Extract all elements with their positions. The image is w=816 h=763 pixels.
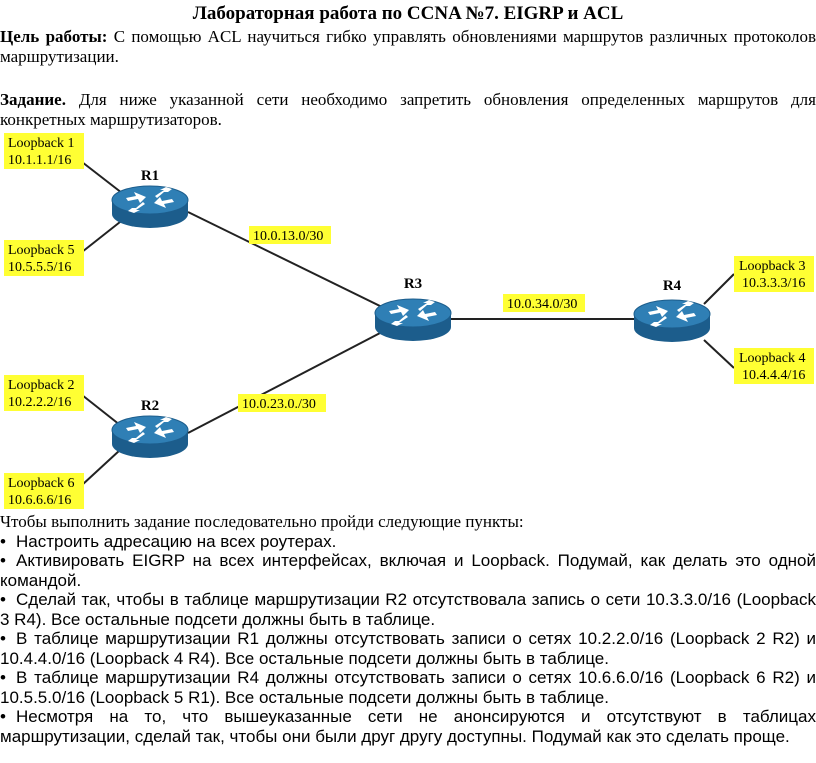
router-r2-label: R2 [141,398,159,414]
loopback-6-label: Loopback 6 10.6.6.6/16 [4,473,84,509]
loopback-1-name: Loopback 1 [8,136,74,151]
bullet-icon: • [0,531,6,551]
link-label-r2-r3: 10.0.23.0./30 [242,397,316,412]
router-r2: R2 [111,398,189,459]
task-text: Для ниже указанной сети необходимо запре… [0,90,816,129]
loopback-2-address: 10.2.2.2/16 [8,395,71,410]
loopback-3-address: 10.3.3.3/16 [742,276,805,291]
list-item: • Настроить адресацию на всех роутерах. [0,532,816,552]
network-diagram: R1 R2 R3 R4 10.0.13.0/30 10.0.23.0./30 1… [4,133,814,509]
link-r4-lo3 [703,273,735,305]
list-item: •В таблице маршрутизации R1 должны отсут… [0,629,816,668]
router-r1-label: R1 [141,168,159,184]
step-text: Настроить адресацию на всех роутерах. [16,531,337,551]
bullet-icon: • [0,668,6,687]
loopback-6-name: Loopback 6 [8,476,74,491]
bullet-icon: • [0,590,6,609]
step-text: В таблице маршрутизации R4 должны отсутс… [0,668,816,707]
steps-section: Чтобы выполнить задание последовательно … [0,512,816,746]
router-r4: R4 [633,278,711,343]
router-r3: R3 [374,276,452,342]
loopback-2-label: Loopback 2 10.2.2.2/16 [4,375,84,411]
loopback-5-name: Loopback 5 [8,243,74,258]
loopback-1-label: Loopback 1 10.1.1.1/16 [4,133,84,169]
task-paragraph: Задание. Для ниже указанной сети необход… [0,90,816,129]
loopback-5-address: 10.5.5.5/16 [8,260,71,275]
loopback-1-address: 10.1.1.1/16 [8,153,71,168]
task-label: Задание. [0,90,66,109]
step-text: Активировать EIGRP на всех интерфейсах, … [0,551,816,590]
page-title: Лабораторная работа по CCNA №7. EIGRP и … [192,3,624,24]
link-lo5-r1 [81,221,121,253]
list-item: •Активировать EIGRP на всех интерфейсах,… [0,551,816,590]
link-lo2-r2 [81,394,121,426]
step-text: В таблице маршрутизации R1 должны отсутс… [0,629,816,668]
loopback-2-name: Loopback 2 [8,378,74,393]
list-item: •Сделай так, чтобы в таблице маршрутизац… [0,590,816,629]
router-r1: R1 [111,168,189,229]
link-label-r3-r4: 10.0.34.0/30 [507,297,577,312]
goal-label: Цель работы: [0,27,108,46]
loopback-3-label: Loopback 3 10.3.3.3/16 [734,256,814,292]
step-text: Несмотря на то, что вышеуказанные сети н… [0,707,816,746]
link-r2-r3 [187,331,383,434]
loopback-4-address: 10.4.4.4/16 [742,368,805,383]
steps-list: • Настроить адресацию на всех роутерах. •… [0,532,816,747]
loopback-3-name: Loopback 3 [739,259,805,274]
steps-intro: Чтобы выполнить задание последовательно … [0,512,524,531]
link-lo6-r2 [81,449,121,486]
link-r1-r3 [187,211,383,308]
step-text: Сделай так, чтобы в таблице маршрутизаци… [0,590,816,629]
link-lo1-r1 [81,161,123,194]
link-label-r1-r3: 10.0.13.0/30 [253,229,323,244]
bullet-icon: • [0,707,6,726]
list-item: •В таблице маршрутизации R4 должны отсут… [0,668,816,707]
bullet-icon: • [0,551,6,570]
bullet-icon: • [0,629,6,648]
list-item: •Несмотря на то, что вышеуказанные сети … [0,707,816,746]
goal-paragraph: Цель работы: С помощью ACL научиться гиб… [0,27,816,66]
loopback-4-label: Loopback 4 10.4.4.4/16 [734,348,814,384]
loopback-6-address: 10.6.6.6/16 [8,493,71,508]
goal-text: С помощью ACL научиться гибко управлять … [0,27,816,66]
loopback-4-name: Loopback 4 [739,351,805,366]
router-r3-label: R3 [404,276,422,292]
link-r4-lo4 [703,339,735,369]
loopback-5-label: Loopback 5 10.5.5.5/16 [4,240,84,276]
router-r4-label: R4 [663,278,682,294]
